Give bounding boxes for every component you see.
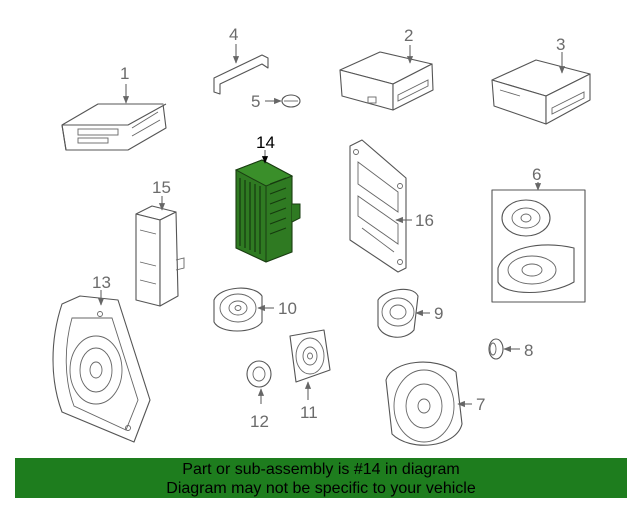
callout-7: 7 <box>476 395 485 414</box>
callout-4: 4 <box>229 25 238 44</box>
banner-line-2: Diagram may not be specific to your vehi… <box>166 480 476 497</box>
callout-10: 10 <box>278 299 297 318</box>
part-6-speaker-set[interactable] <box>491 189 586 303</box>
part-5-clip[interactable] <box>281 94 301 108</box>
part-10-speaker[interactable] <box>213 287 263 332</box>
callout-2: 2 <box>404 26 413 45</box>
callout-16: 16 <box>415 211 434 230</box>
callout-8: 8 <box>524 341 533 360</box>
part-13-subwoofer-enclosure[interactable] <box>52 295 151 443</box>
banner-line-1: Part or sub-assembly is #14 in diagram <box>182 461 460 478</box>
part-15-control-module[interactable] <box>135 205 185 307</box>
callout-5: 5 <box>251 92 260 111</box>
part-14-amplifier-highlighted[interactable] <box>234 159 301 263</box>
part-9-speaker[interactable] <box>377 288 419 338</box>
callout-13: 13 <box>92 273 111 292</box>
part-7-oval-speaker[interactable] <box>385 361 463 446</box>
callout-1: 1 <box>120 64 129 83</box>
part-11-speaker[interactable] <box>289 329 331 383</box>
part-1-radio-unit[interactable] <box>61 103 167 151</box>
part-4-bracket[interactable] <box>213 54 269 95</box>
callout-12: 12 <box>250 412 269 431</box>
callout-3: 3 <box>556 35 565 54</box>
callout-6: 6 <box>532 165 541 184</box>
callout-11: 11 <box>300 403 318 422</box>
notice-banner: Part or sub-assembly is #14 in diagram D… <box>15 458 627 498</box>
callout-14: 14 <box>256 133 275 152</box>
part-2-cd-changer[interactable] <box>339 51 434 111</box>
callout-15: 15 <box>152 178 171 197</box>
part-16-mounting-bracket[interactable] <box>349 139 407 273</box>
part-3-navigation-unit[interactable] <box>491 59 591 125</box>
part-8-tweeter[interactable] <box>488 338 504 360</box>
callout-9: 9 <box>434 304 443 323</box>
part-12-tweeter[interactable] <box>246 360 272 388</box>
